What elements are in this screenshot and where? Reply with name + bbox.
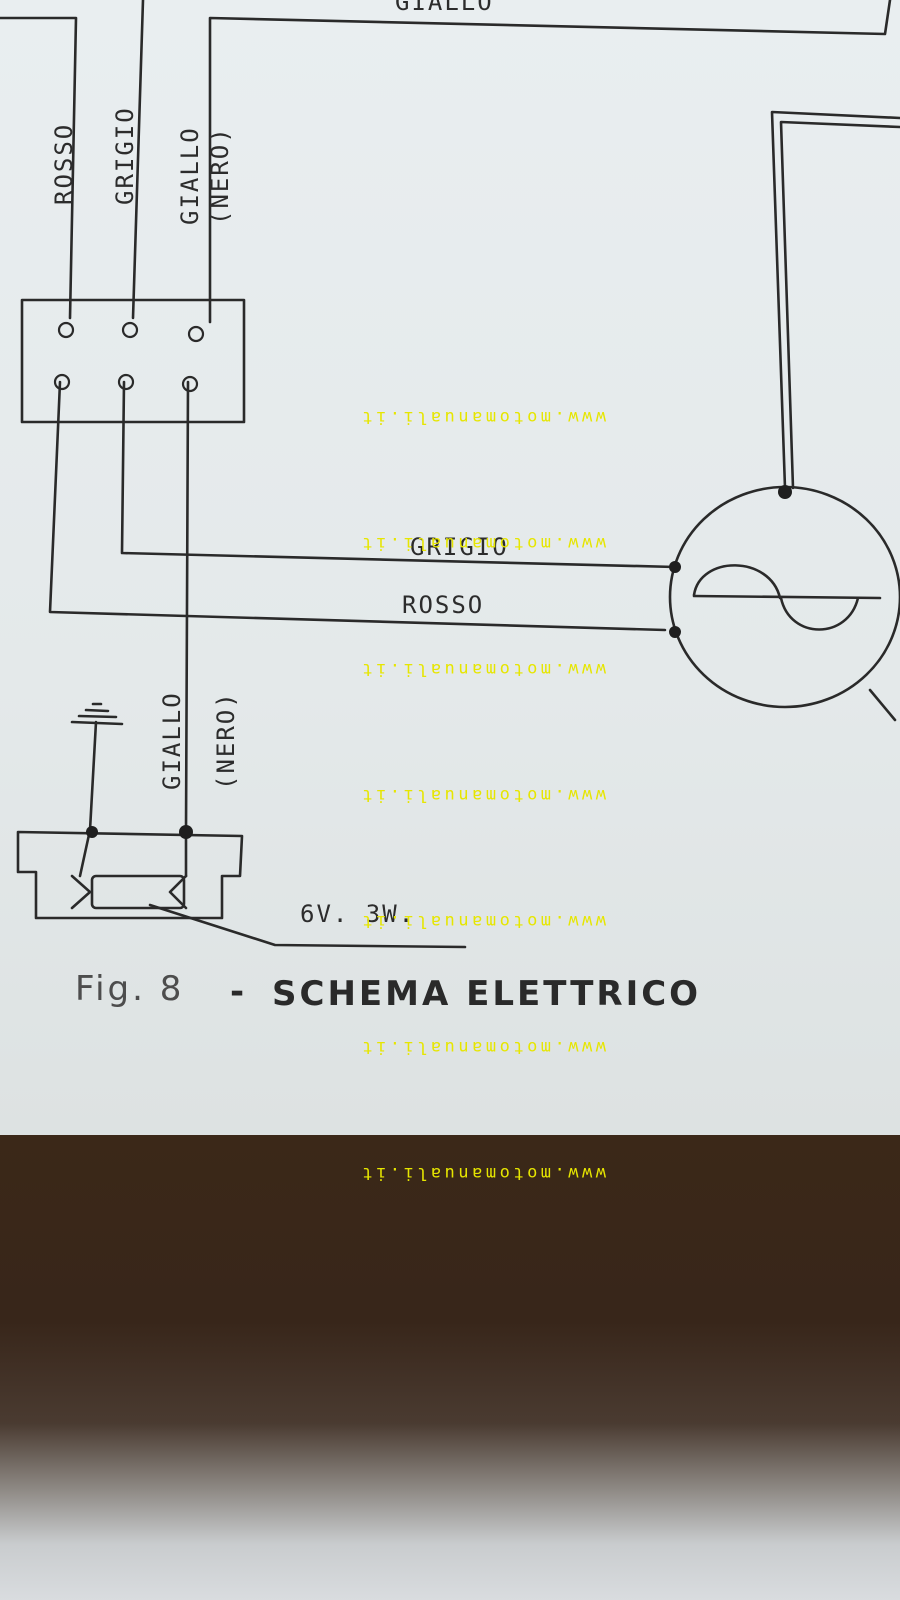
label-rosso-vertical: ROSSO — [50, 123, 78, 205]
label-giallo-lower: GIALLO — [158, 691, 186, 790]
ground-wire — [88, 720, 98, 832]
watermark-text: www.motomanuali.it — [359, 533, 606, 553]
label-grigio-horizontal: GRIGIO — [410, 533, 509, 561]
label-rosso-horizontal: ROSSO — [402, 591, 484, 619]
caption-dash: - — [230, 972, 247, 1012]
label-bulb-rating: 6V. 3W. — [300, 900, 415, 928]
watermark-text: www.motomanuali.it — [359, 1037, 606, 1057]
watermark-text: www.motomanuali.it — [359, 659, 606, 679]
wire-giallo-nero — [184, 380, 190, 832]
bulb-contacts — [70, 874, 188, 910]
wire-grigio-top — [131, 0, 145, 320]
label-top-giallo: GIALLO — [395, 0, 494, 16]
wire-giallo-top — [208, 0, 892, 324]
label-nero-lower: (NERO) — [212, 691, 240, 790]
bulb-icon — [90, 874, 186, 910]
wire-right-outer — [770, 110, 900, 490]
label-nero-vertical: (NERO) — [206, 126, 234, 225]
junction-dots — [86, 485, 792, 839]
generator-axis — [692, 594, 882, 600]
ground-icon — [70, 702, 124, 726]
bulb-leads — [78, 828, 188, 878]
label-grigio-vertical: GRIGIO — [111, 106, 139, 205]
terminal-block — [20, 298, 246, 424]
desk-background — [0, 1135, 900, 1600]
watermark-text: www.motomanuali.it — [359, 1163, 606, 1183]
wire-rosso-top — [0, 16, 78, 320]
bulb-rating-leader — [148, 903, 467, 949]
watermark-group: www.motomanuali.it www.motomanuali.it ww… — [359, 407, 606, 1183]
wire-rosso — [48, 380, 667, 632]
generator-arc-bottom — [779, 596, 860, 631]
generator-pointer — [868, 688, 897, 722]
figure-number: Fig. 8 — [75, 969, 184, 1009]
generator-arc-top — [692, 564, 782, 600]
label-giallo-vertical: GIALLO — [176, 126, 204, 225]
watermark-text: www.motomanuali.it — [359, 785, 606, 805]
terminal-connectors — [53, 321, 205, 393]
watermark-text: www.motomanuali.it — [359, 407, 606, 427]
watermark-text: www.motomanuali.it — [359, 911, 606, 931]
wire-right-inner — [779, 120, 900, 490]
wire-grigio — [120, 380, 677, 569]
figure-title: SCHEMA ELETTRICO — [272, 974, 701, 1014]
